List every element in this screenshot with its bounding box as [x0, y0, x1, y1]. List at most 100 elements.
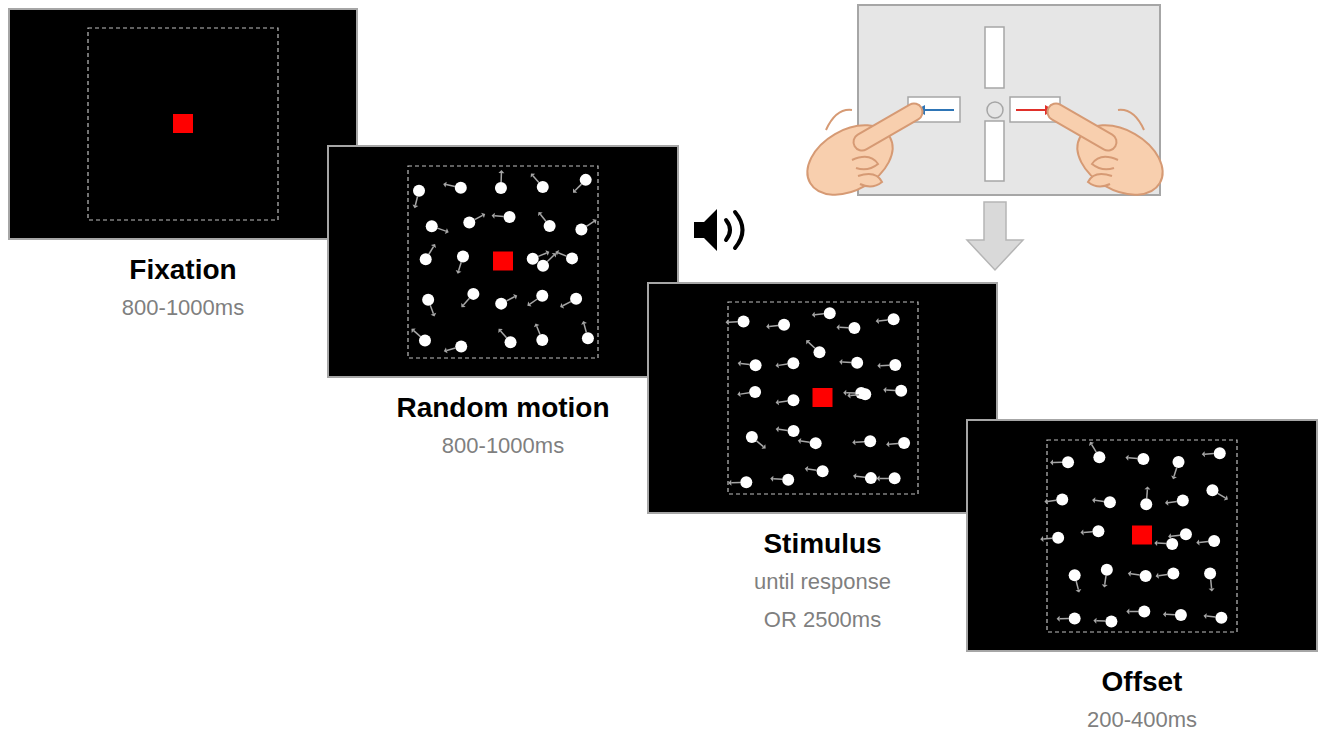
dot — [746, 431, 758, 443]
motion-vector — [1092, 444, 1097, 452]
dot — [536, 290, 548, 302]
dot — [1173, 456, 1185, 468]
motion-vector — [1210, 580, 1212, 589]
motion-vector-head — [1203, 613, 1206, 619]
screen-panel: Offset200-400ms — [966, 419, 1318, 652]
motion-vector — [1166, 614, 1175, 616]
screen-art — [329, 147, 677, 376]
dot — [778, 319, 790, 331]
screen-panel: Fixation800-1000ms — [8, 8, 358, 240]
dot — [889, 359, 901, 371]
dot — [848, 322, 860, 334]
motion-vector-head — [1128, 571, 1131, 577]
motion-vector-head — [1202, 451, 1205, 457]
motion-vector-head — [1092, 497, 1095, 503]
right-hand — [1056, 110, 1175, 209]
phase-duration: 800-1000ms — [122, 289, 244, 327]
dot — [495, 182, 507, 194]
motion-vector — [1174, 468, 1177, 477]
motion-vector-head — [761, 444, 765, 449]
motion-vector — [729, 321, 738, 323]
dot — [810, 437, 822, 449]
dot — [788, 425, 800, 437]
motion-vector — [846, 392, 855, 394]
dot — [851, 357, 863, 369]
dot — [813, 346, 825, 358]
motion-vector-head — [836, 324, 839, 330]
motion-vector — [889, 443, 898, 445]
motion-vector-head — [1050, 459, 1053, 465]
phase-name: Random motion — [396, 389, 609, 427]
motion-vector — [1168, 501, 1177, 502]
dot — [422, 294, 434, 306]
motion-vector-head — [492, 213, 495, 219]
motion-vector-head — [1075, 589, 1081, 593]
motion-vector-head — [770, 476, 773, 482]
dot — [1204, 568, 1216, 580]
fixation-point — [813, 388, 833, 407]
motion-vector-head — [560, 303, 564, 308]
motion-vector — [540, 214, 546, 221]
dot — [1206, 484, 1218, 496]
dot — [738, 315, 750, 327]
motion-vector-head — [555, 250, 559, 256]
motion-vector — [801, 441, 810, 442]
screen-caption: Offset200-400ms — [1087, 663, 1197, 737]
dot — [1214, 447, 1226, 459]
motion-vector-head — [498, 170, 504, 173]
motion-vector — [538, 253, 546, 256]
dot — [1062, 456, 1074, 468]
motion-vector-head — [738, 360, 741, 366]
dot — [1092, 525, 1104, 537]
dot — [817, 465, 829, 477]
motion-vector — [533, 176, 539, 183]
motion-vector-head — [1163, 611, 1166, 617]
dot — [889, 472, 901, 484]
left-arrow — [922, 109, 954, 111]
motion-vector-head — [876, 318, 879, 324]
pad-center — [987, 102, 1003, 118]
motion-vector-head — [886, 441, 889, 447]
motion-vector-head — [1093, 618, 1096, 624]
dot — [749, 386, 761, 398]
motion-vector — [1095, 500, 1104, 501]
dot — [420, 253, 432, 265]
dot — [1208, 535, 1220, 547]
dot — [1215, 612, 1227, 624]
motion-vector — [530, 299, 537, 304]
dot — [505, 336, 517, 348]
dot — [864, 435, 876, 447]
phase-duration: 200-400ms — [1087, 701, 1197, 737]
motion-vector-head — [1044, 498, 1047, 504]
motion-vector-head — [1154, 540, 1157, 546]
dot — [1140, 498, 1152, 510]
motion-vector-head — [581, 321, 587, 325]
motion-vector — [1206, 615, 1215, 617]
motion-vector-head — [444, 348, 448, 354]
motion-vector — [1199, 541, 1208, 543]
left-hand — [795, 110, 914, 209]
motion-vector-head — [1168, 533, 1171, 539]
motion-vector — [740, 393, 749, 394]
motion-vector — [1053, 462, 1062, 464]
motion-vector — [1096, 620, 1105, 622]
motion-vector — [1131, 574, 1140, 575]
motion-vector — [779, 364, 788, 365]
dot — [419, 335, 431, 347]
dot — [1137, 453, 1149, 465]
motion-vector-head — [776, 399, 779, 405]
motion-vector-head — [877, 363, 880, 369]
screen-caption: Fixation800-1000ms — [122, 251, 244, 327]
dot — [1101, 564, 1113, 576]
motion-vector — [1171, 535, 1180, 536]
dot — [495, 298, 507, 310]
fixation-point — [1132, 526, 1152, 545]
motion-vector-head — [839, 359, 842, 365]
dot — [750, 359, 762, 371]
dot — [1069, 569, 1081, 581]
motion-vector-head — [456, 270, 462, 274]
dot — [566, 252, 578, 264]
phase-duration: 800-1000ms — [396, 427, 609, 465]
down-arrow — [967, 202, 1023, 270]
dot — [527, 253, 539, 265]
